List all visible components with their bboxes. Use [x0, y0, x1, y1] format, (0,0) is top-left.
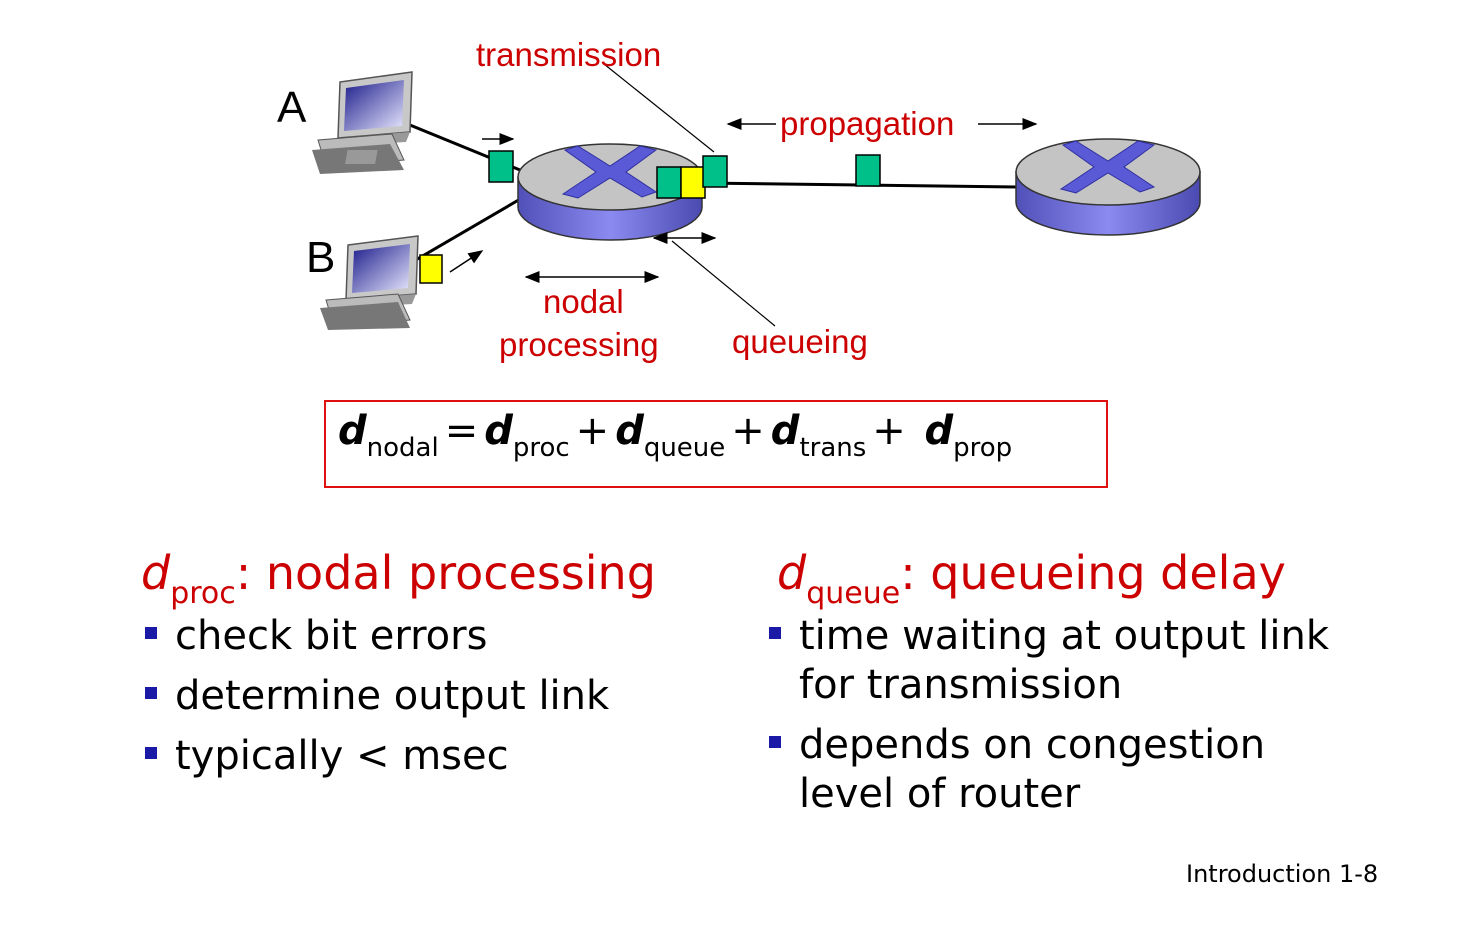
list-item: check bit errors [141, 612, 701, 661]
host-b-label: B [306, 233, 336, 282]
list-item: depends on congestion level of router [765, 721, 1345, 819]
packet-host-b [419, 254, 443, 284]
packet-queued-1 [656, 166, 682, 199]
processing-label: processing [499, 326, 659, 363]
packet-propagating [855, 154, 881, 187]
packet-transmitting [702, 155, 728, 188]
list-item: typically < msec [141, 732, 701, 781]
bullet-square-icon [145, 687, 157, 699]
nodal-delay-formula: dnodal=dproc+dqueue+dtrans+ dprop [338, 408, 1013, 463]
queueing-pointer [671, 240, 776, 327]
bullet-square-icon [769, 736, 781, 748]
transmission-label: transmission [476, 36, 662, 73]
network-delay-diagram [312, 63, 1201, 330]
queue-heading: dqueue: queueing delay [777, 546, 1286, 611]
formula-box [324, 400, 1108, 488]
packet-queued-yellow [680, 166, 706, 199]
proc-bullet-list: check bit errors determine output link t… [141, 612, 701, 792]
nodal-label: nodal [543, 283, 624, 320]
computer-a-icon [312, 71, 413, 174]
proc-heading: dproc: nodal processing [141, 546, 656, 611]
host-a-label: A [277, 83, 307, 132]
packet-incoming-a [488, 150, 514, 183]
propagation-label: propagation [780, 105, 955, 142]
bullet-square-icon [145, 747, 157, 759]
bullet-square-icon [145, 627, 157, 639]
computer-b-icon [320, 235, 419, 330]
list-item: determine output link [141, 672, 701, 721]
transmission-pointer [603, 63, 715, 153]
slide-footer: Introduction 1-8 [1186, 860, 1379, 888]
arrow-b-direction [449, 250, 484, 273]
list-item: time waiting at output link for transmis… [765, 612, 1345, 710]
queue-bullet-list: time waiting at output link for transmis… [765, 612, 1345, 830]
router-1-icon [517, 143, 703, 241]
bullet-square-icon [769, 627, 781, 639]
queueing-label: queueing [732, 323, 868, 360]
router-2-icon [1015, 138, 1201, 236]
